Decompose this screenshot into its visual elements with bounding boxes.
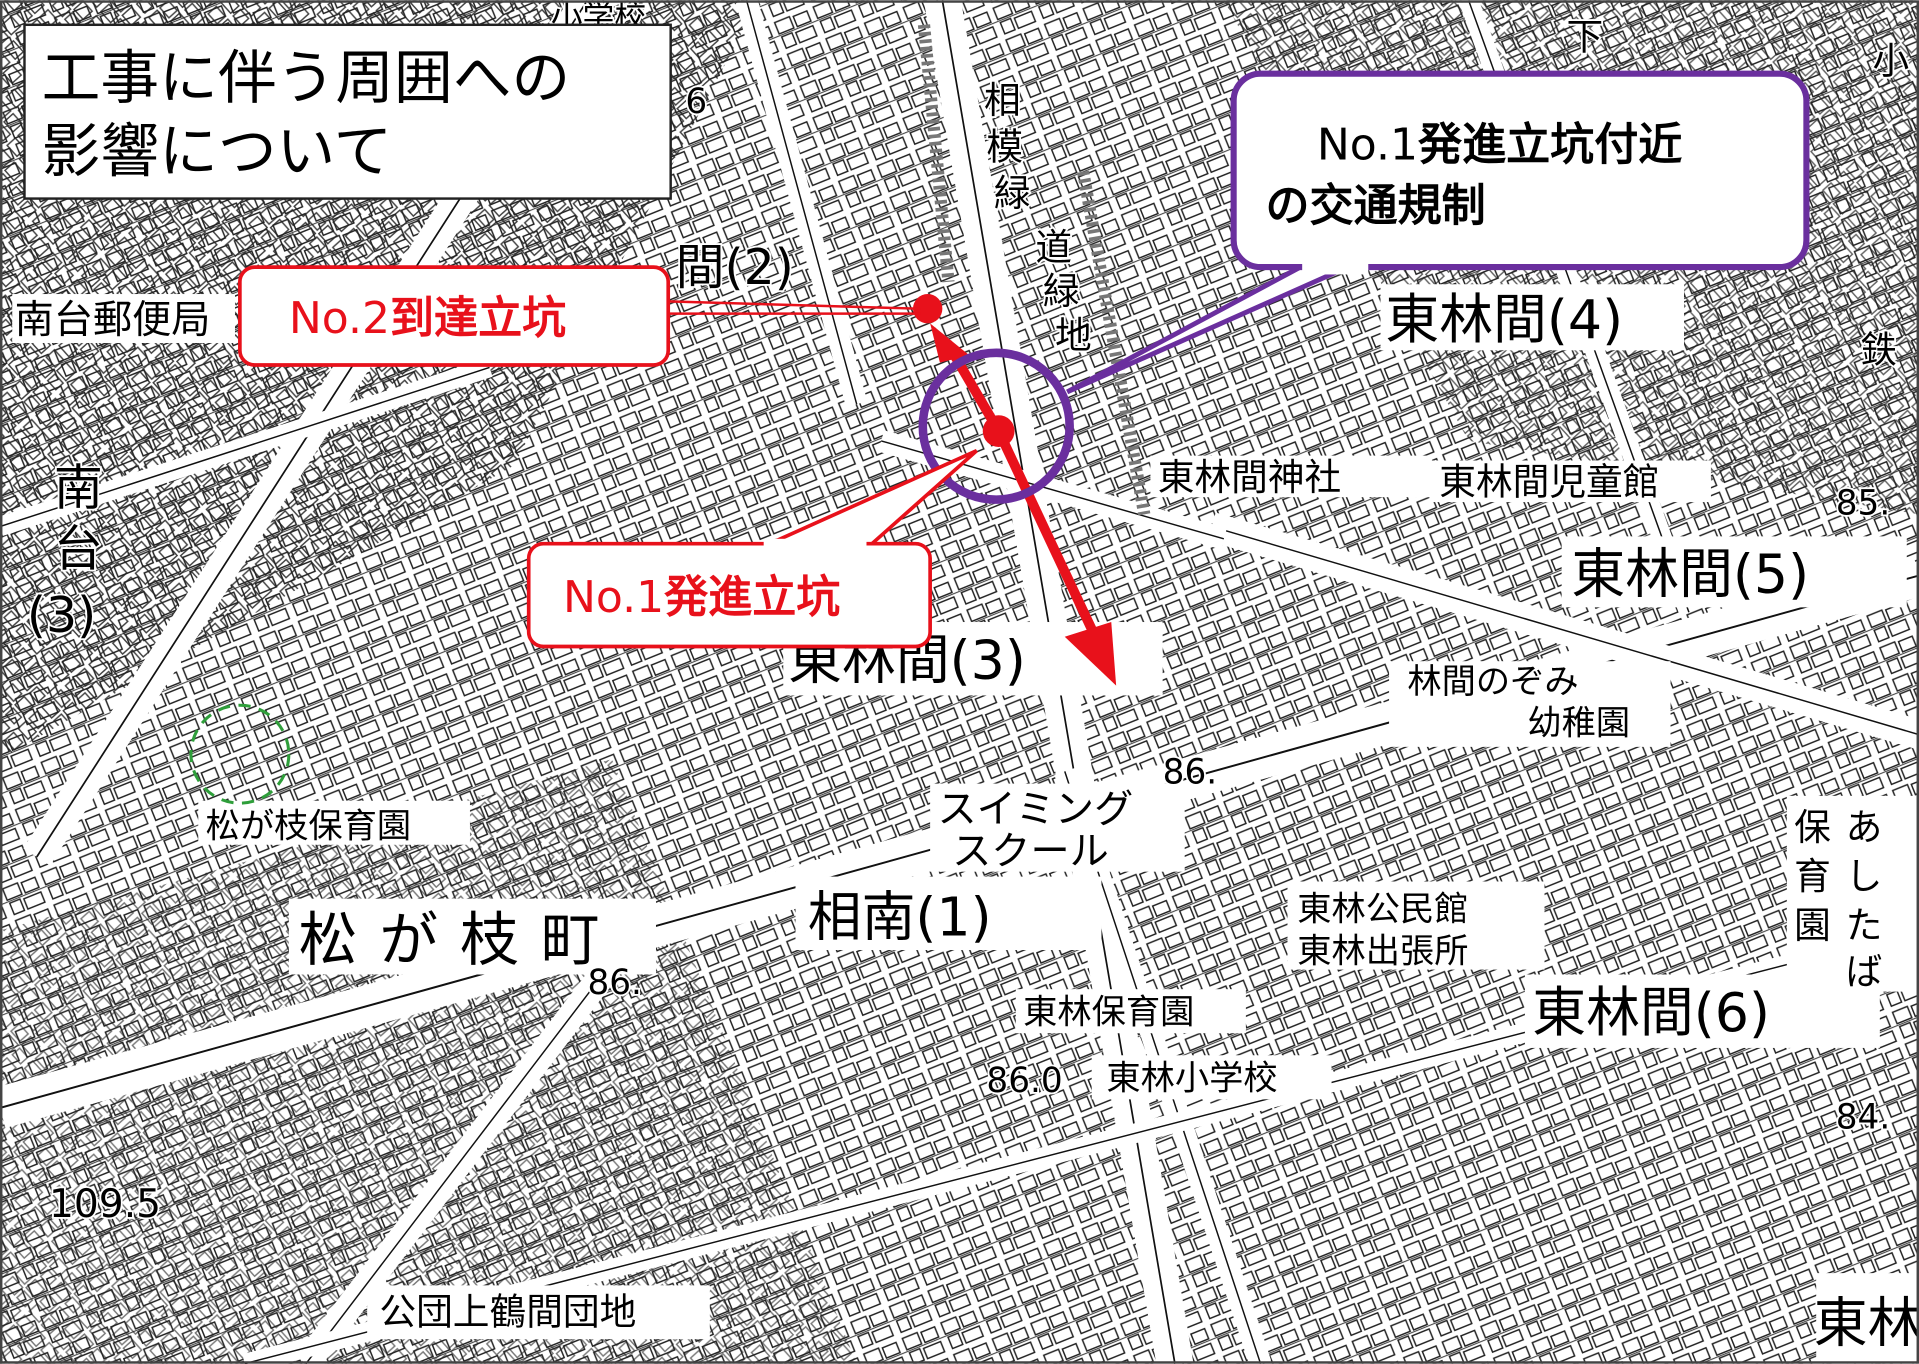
circle-icon: [918, 348, 1074, 504]
traffic-callout-line-1: No.1発進立坑付近: [1317, 119, 1682, 170]
label-community-1: 東林公民館: [1297, 890, 1468, 930]
label-right-edge-3: 園: [1794, 904, 1831, 947]
label-right-edge-2: 育: [1794, 855, 1831, 898]
shaft2-leader: [668, 300, 921, 310]
label-elev-109: 109.5: [49, 1182, 161, 1227]
label-right-edge-5: し: [1846, 855, 1883, 898]
label-sagami-3: 緑: [994, 172, 1031, 215]
label-kindergarten-2: 幼稚園: [1527, 704, 1630, 744]
traffic-prefix: No.1: [1317, 119, 1418, 170]
label-elev-84: 84.: [1836, 1098, 1890, 1138]
traffic-callout: No.1発進立坑付近 の交通規制: [1230, 70, 1810, 275]
label-right-edge-4: あ: [1846, 806, 1883, 849]
label-sagami-1: 相: [984, 79, 1021, 122]
traffic-callout-line-2: の交通規制: [1265, 181, 1485, 232]
label-right-edge-6: た: [1846, 904, 1883, 947]
label-elev-85: 85.: [1836, 483, 1890, 523]
label-right-top-2: 小: [1872, 40, 1909, 83]
label-shrine: 東林間神社: [1158, 456, 1342, 499]
callout-connectors: [668, 259, 1360, 551]
double-arrow-icon: [1064, 622, 1117, 686]
arrow-head-north: [930, 323, 970, 363]
title-box: 工事に伴う周囲への 影響について: [23, 23, 672, 200]
label-nandai-2: 台: [54, 521, 103, 578]
label-nandai-3: (3): [27, 587, 96, 644]
label-sagami-6: 地: [1055, 314, 1092, 357]
shaft1-suffix: 発進立坑: [663, 572, 840, 623]
label-higashirinkan-6: 東林間(6): [1532, 981, 1770, 1044]
label-bottom-right: 東林: [1814, 1292, 1919, 1355]
label-elev-86-a: 86.: [1163, 753, 1217, 793]
label-nandai-1: 南: [54, 460, 103, 517]
title-line-1: 工事に伴う周囲への: [42, 43, 571, 112]
dashed-circle-icon: [189, 703, 291, 805]
label-higashirinkan-2: 間(2): [676, 239, 794, 296]
label-swim-1: スイミング: [937, 788, 1133, 833]
label-higashirinkan-5: 東林間(5): [1571, 543, 1809, 606]
label-elev-86-0: 86.0: [986, 1061, 1062, 1101]
traffic-line1: 発進立坑付近: [1417, 119, 1682, 170]
shaft1-callout: No.1発進立坑: [526, 538, 932, 649]
label-right-top-1: 下: [1567, 15, 1604, 58]
label-sagami-4: 道: [1035, 226, 1072, 269]
shaft1-prefix: No.1: [563, 572, 664, 623]
label-post-office: 南台郵便局: [15, 298, 211, 343]
label-community-2: 東林出張所: [1297, 931, 1468, 971]
shaft1-label: No.1発進立坑: [563, 572, 840, 623]
shaft2-label: No.2到達立坑: [289, 293, 566, 344]
construction-route: [912, 294, 1117, 686]
label-tetsu: 鉄: [1860, 329, 1897, 372]
label-elev-86-b: 86.: [587, 963, 641, 1003]
label-matsugae-nursery: 松が枝保育園: [206, 806, 412, 846]
label-kindergarten-1: 林間のぞみ: [1407, 662, 1578, 702]
label-childrens-hall: 東林間児童館: [1439, 461, 1659, 504]
label-sonan-1: 相南(1): [808, 885, 992, 948]
shaft2-prefix: No.2: [289, 293, 390, 344]
route-south-segment: [994, 429, 1099, 637]
label-top-left-6: 6: [685, 82, 707, 122]
title-line-2: 影響について: [42, 117, 393, 186]
map-labels: 南台郵便局 南 台 (3) 松が枝保育園 松が枝町 相 模 緑 道 緑 地 間(…: [13, 0, 1919, 1356]
label-right-edge-7: ば: [1846, 950, 1883, 993]
label-swim-2: スクール: [952, 829, 1109, 874]
label-higashirinkan-4: 東林間(4): [1385, 288, 1623, 351]
label-danchi: 公団上鶴間団地: [379, 1291, 636, 1334]
shaft2-suffix: 到達立坑: [390, 293, 566, 344]
label-sagami-5: 緑: [1043, 270, 1080, 313]
label-right-edge-1: 保: [1794, 806, 1831, 849]
sagami-green-belt: [917, 24, 1151, 516]
label-higashibayashi-nursery: 東林保育園: [1023, 992, 1194, 1032]
label-elementary: 東林小学校: [1106, 1059, 1277, 1099]
red-dot-icon: [912, 294, 943, 324]
shaft2-callout: No.2到達立坑: [238, 265, 671, 367]
label-sagami-2: 模: [986, 125, 1023, 168]
label-backdrops: [12, 284, 1919, 1364]
red-dot-icon: [982, 415, 1015, 448]
label-matsugae-town: 松が枝町: [299, 905, 622, 974]
